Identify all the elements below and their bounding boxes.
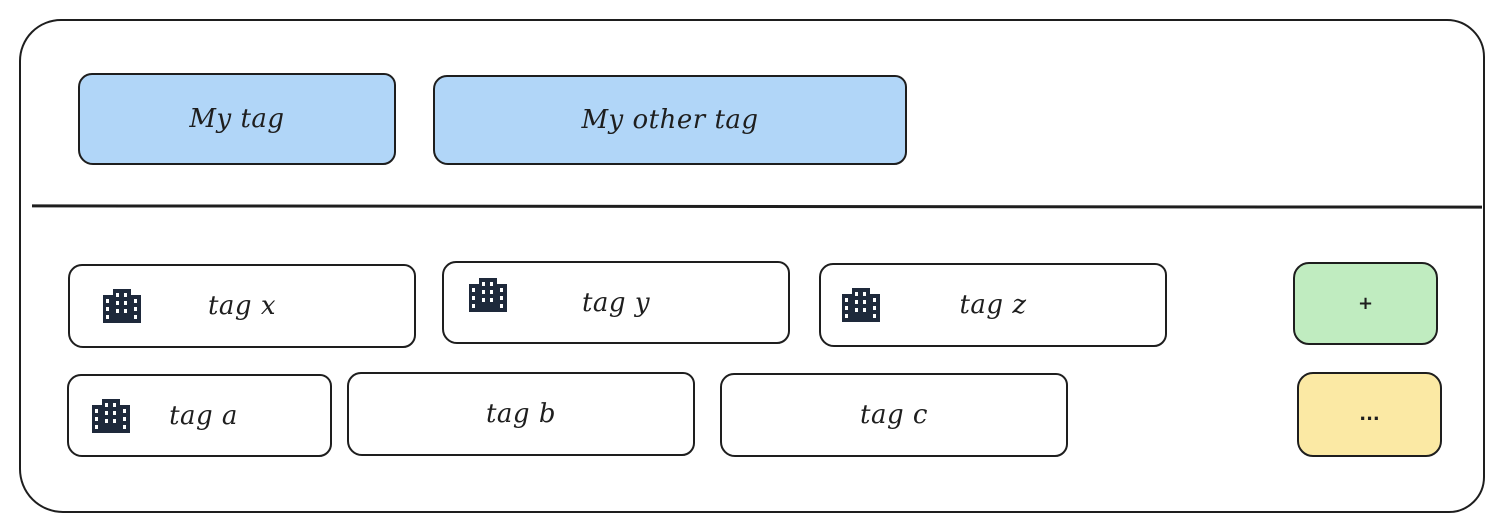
add-icon: +: [1357, 293, 1374, 314]
tag-option-a[interactable]: tag a: [67, 374, 332, 457]
tag-label: tag y: [581, 287, 651, 318]
add-tag-button[interactable]: +: [1293, 262, 1438, 345]
tag-option-c[interactable]: tag c: [720, 373, 1068, 457]
tag-label: tag x: [207, 291, 277, 321]
tag-option-y[interactable]: tag y: [442, 261, 790, 344]
building-icon: [92, 398, 130, 433]
tag-label: tag z: [959, 290, 1027, 320]
tag-option-x[interactable]: tag x: [68, 264, 416, 348]
building-icon: [103, 289, 141, 323]
tag-label: tag c: [860, 400, 928, 430]
more-tags-button[interactable]: ...: [1297, 372, 1442, 457]
tag-option-b[interactable]: tag b: [347, 372, 695, 456]
tag-picker-frame: [19, 19, 1485, 513]
tag-label: My tag: [189, 104, 285, 134]
more-icon: ...: [1359, 404, 1380, 425]
selected-tag-my-tag[interactable]: My tag: [78, 73, 396, 165]
tag-label: tag a: [169, 400, 238, 431]
building-icon: [469, 277, 507, 312]
tag-label: tag b: [485, 399, 556, 429]
selected-tag-my-other-tag[interactable]: My other tag: [433, 75, 907, 165]
building-icon: [842, 288, 880, 322]
tag-label: My other tag: [581, 105, 759, 135]
tag-option-z[interactable]: tag z: [819, 263, 1167, 347]
